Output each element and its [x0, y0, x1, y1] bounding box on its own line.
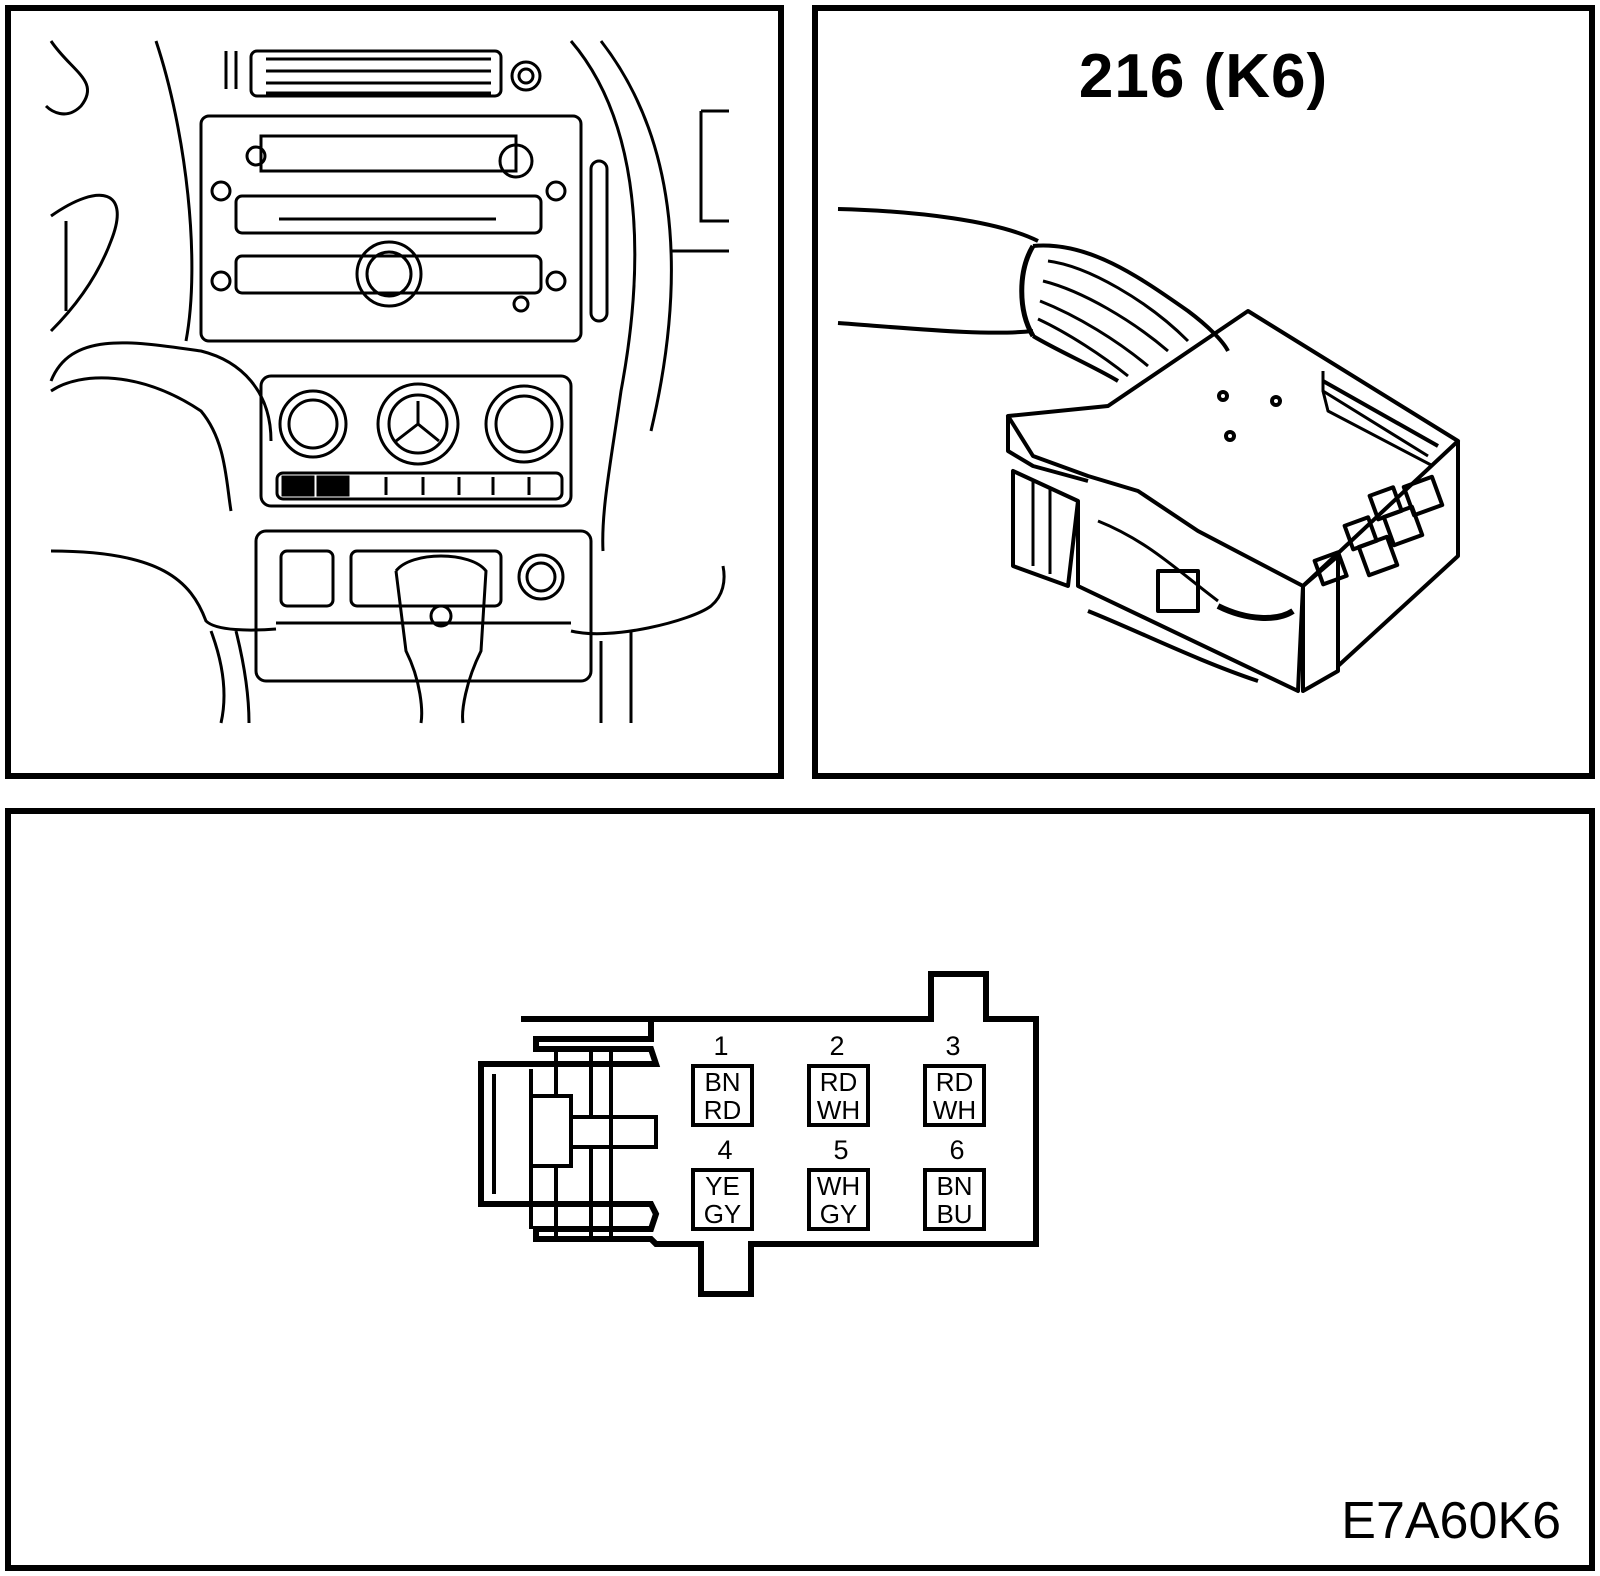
- pin-cell: RD WH: [923, 1064, 986, 1127]
- pin-cell: RD WH: [807, 1064, 870, 1127]
- wire-color-primary: BN: [704, 1066, 741, 1097]
- wire-color-secondary: RD: [703, 1094, 742, 1125]
- pin-number: 5: [833, 1135, 849, 1165]
- pin-cell: WH GY: [807, 1168, 870, 1231]
- wire-color-primary: RD: [935, 1066, 974, 1097]
- pin-number: 3: [945, 1031, 961, 1061]
- wire-color-primary: YE: [705, 1170, 740, 1201]
- connector-face-outline: [478, 971, 1039, 1297]
- wire-color-primary: BN: [936, 1170, 973, 1201]
- pin-number: 1: [713, 1031, 729, 1061]
- dashboard-center-console-illustration: [44, 40, 729, 724]
- connector-view-panel: 216 (K6): [812, 5, 1595, 779]
- wire-color-secondary: BU: [936, 1198, 973, 1229]
- pin-number: 2: [829, 1031, 845, 1061]
- wire-color-secondary: GY: [819, 1198, 858, 1229]
- pin-cell: YE GY: [691, 1168, 754, 1231]
- wire-color-primary: WH: [816, 1170, 861, 1201]
- connector-title: 216 (K6): [1078, 42, 1329, 111]
- wire-color-secondary: WH: [932, 1094, 977, 1125]
- wire-color-secondary: GY: [703, 1198, 742, 1229]
- pin-cell: BN RD: [691, 1064, 754, 1127]
- figure-code: E7A60K6: [1341, 1492, 1561, 1550]
- location-view-panel: [5, 5, 784, 779]
- wire-color-primary: RD: [819, 1066, 858, 1097]
- pin-number: 4: [717, 1135, 733, 1165]
- pinout-view-panel: 1 2 3 BN RD RD WH RD WH 4 5 6 YE GY WH G…: [5, 808, 1595, 1571]
- pin-number: 6: [949, 1135, 965, 1165]
- wire-color-secondary: WH: [816, 1094, 861, 1125]
- pin-cell: BN BU: [923, 1168, 986, 1231]
- connector-3d-illustration: [837, 207, 1460, 693]
